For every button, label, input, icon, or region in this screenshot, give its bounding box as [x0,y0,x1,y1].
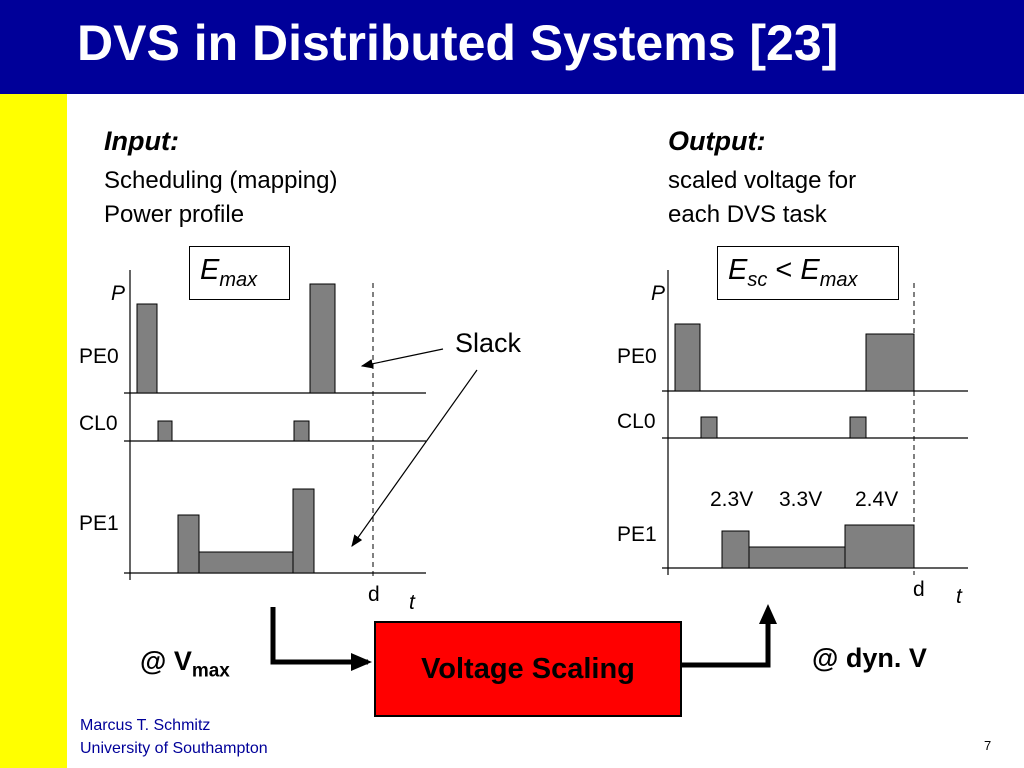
right-pe1-task-1 [721,530,750,569]
input-heading: Input: [104,126,179,156]
footer-affiliation: University of Southampton [80,740,268,757]
left-deadline-label: d [368,583,380,606]
right-voltage-2: 3.3V [779,488,823,511]
right-voltage-1: 2.3V [710,488,754,511]
slide-title: DVS in Distributed Systems [23] [77,15,839,71]
output-flow-line [682,620,771,668]
right-row-label-pe0: PE0 [617,345,657,368]
input-line-1: Scheduling (mapping) [104,167,338,194]
right-pe0-task-1 [674,323,701,392]
left-row-label-pe0: PE0 [79,345,119,368]
slack-arrow-pe1 [351,369,478,547]
right-pe0-task-2 [865,333,915,392]
input-flow-line [270,607,368,665]
right-cl0-comm-1 [700,416,718,439]
voltage-scaling-label: Voltage Scaling [421,652,635,685]
page-number: 7 [984,738,992,753]
output-heading: Output: [668,126,766,156]
left-schedule-plot [124,270,426,580]
right-schedule-plot [662,270,968,575]
voltage-scaling-box: Voltage Scaling [374,621,682,717]
right-deadline-label: d [913,578,925,601]
right-axis-t-label: t [956,585,962,608]
left-pe1-task-2 [198,551,294,574]
title-bar: DVS in Distributed Systems [23] [0,0,1024,94]
left-cl0-comm-2 [293,420,310,442]
input-line-2: Power profile [104,201,245,228]
left-row-label-pe1: PE1 [79,512,119,535]
right-energy-box [717,246,899,300]
right-energy-formula: Esc < Emax [728,254,858,291]
input-flow-arrowhead [351,653,372,671]
left-energy-formula: Emax [200,254,258,291]
right-axis-p-label: P [651,282,666,305]
output-line-2: each DVS task [668,201,827,228]
left-row-label-cl0: CL0 [79,412,118,435]
left-pe1-task-3 [292,488,315,574]
output-voltage-label: @ dyn. V [812,643,927,673]
right-pe1-task-2 [748,546,846,569]
left-pe1-task-1 [177,514,200,574]
right-cl0-comm-2 [849,416,867,439]
slack-label: Slack [455,328,522,358]
right-row-label-cl0: CL0 [617,410,656,433]
left-pe0-task-1 [136,303,158,394]
right-row-label-pe1: PE1 [617,523,657,546]
side-accent-bar [0,94,67,768]
left-cl0-comm-1 [157,420,173,442]
input-voltage-label: @ Vmax [140,646,230,682]
left-pe0-task-2 [309,283,336,394]
output-line-1: scaled voltage for [668,167,857,194]
left-axis-t-label: t [409,591,415,614]
right-pe1-task-3 [844,524,915,569]
output-flow-arrowhead [759,604,777,624]
left-axis-p-label: P [111,282,126,305]
footer-author: Marcus T. Schmitz [80,717,211,734]
left-energy-box [189,246,290,300]
slack-arrow-pe0 [360,348,444,369]
right-voltage-3: 2.4V [855,488,899,511]
